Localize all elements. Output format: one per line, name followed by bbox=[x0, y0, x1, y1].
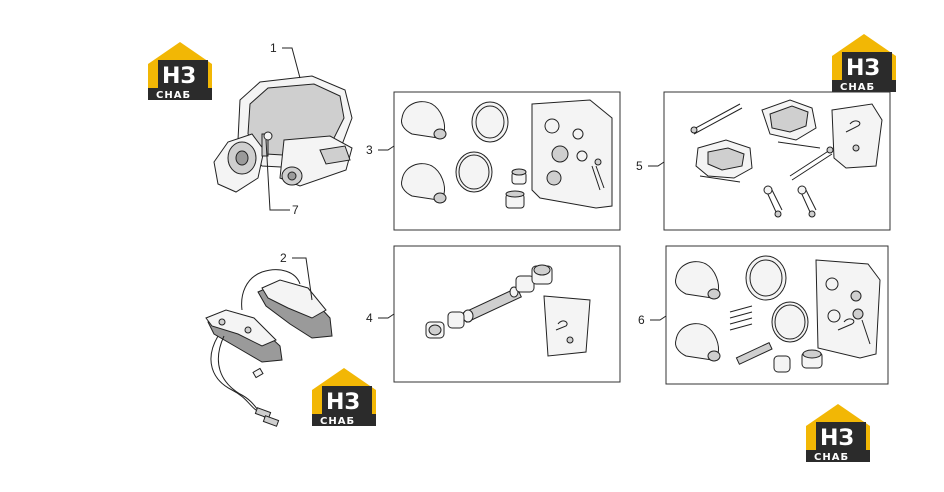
leader-line-7 bbox=[265, 139, 290, 211]
callout-label-5: 5 bbox=[636, 159, 643, 173]
logo-main-text: НЗ bbox=[326, 390, 360, 415]
logo-sub-text: СНАБ bbox=[814, 452, 849, 463]
logo-main-text: НЗ bbox=[846, 56, 880, 81]
leader-line-3 bbox=[378, 145, 395, 151]
logo-top-left: НЗ СНАБ bbox=[148, 42, 212, 101]
kit-4-parts bbox=[425, 264, 591, 357]
kit-5-parts bbox=[690, 99, 883, 218]
leader-line-2 bbox=[292, 257, 313, 301]
logo-bottom-right: НЗ СНАБ bbox=[806, 404, 870, 463]
logo-main-text: НЗ bbox=[162, 64, 196, 89]
callout-label-3: 3 bbox=[366, 143, 373, 157]
callout-label-7: 7 bbox=[292, 203, 299, 217]
brake-caliper-drawing bbox=[213, 75, 353, 193]
kit-6-parts bbox=[675, 255, 881, 373]
logo-main-text: НЗ bbox=[820, 426, 854, 451]
logo-sub-text: СНАБ bbox=[156, 90, 191, 101]
callout-label-2: 2 bbox=[280, 251, 287, 265]
leader-line-1 bbox=[282, 47, 301, 79]
leader-line-6 bbox=[650, 315, 667, 321]
logo-sub-text: СНАБ bbox=[320, 416, 355, 427]
logo-center: НЗ СНАБ bbox=[312, 368, 376, 427]
callout-label-6: 6 bbox=[638, 313, 645, 327]
brake-pads-drawing bbox=[205, 269, 333, 427]
leader-line-5 bbox=[648, 161, 665, 167]
kit-3-parts bbox=[401, 99, 613, 209]
logo-sub-text: СНАБ bbox=[840, 82, 875, 93]
callout-label-4: 4 bbox=[366, 311, 373, 325]
leader-line-4 bbox=[378, 313, 395, 319]
callout-label-1: 1 bbox=[270, 41, 277, 55]
logo-top-right: НЗ СНАБ bbox=[832, 34, 896, 93]
